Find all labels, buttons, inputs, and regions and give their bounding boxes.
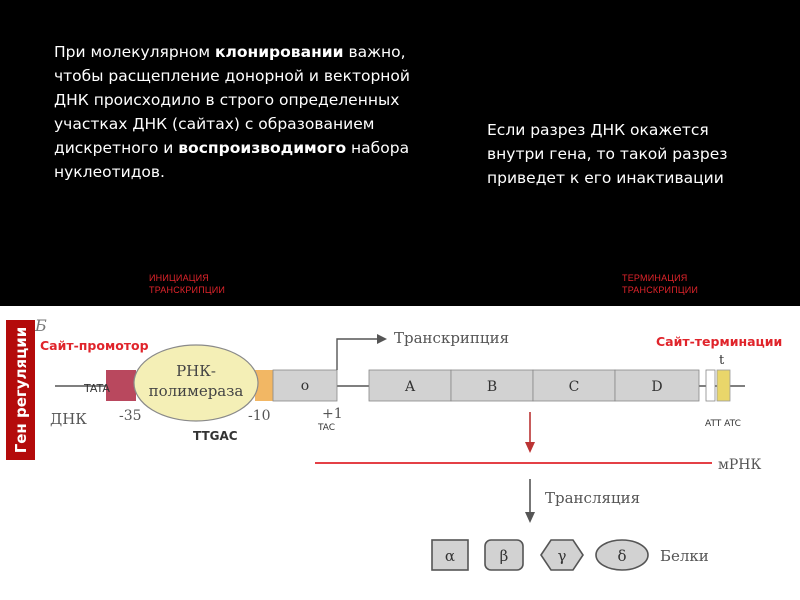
termination-line-1: ТЕРМИНАЦИЯ	[622, 273, 688, 283]
arrow-down-1-head	[525, 442, 535, 453]
terminator-spacer	[705, 369, 716, 402]
gene-label-b: B	[487, 379, 497, 395]
att-atc-sequence: ATT ATC	[705, 419, 741, 429]
tata-label: TATA	[83, 382, 110, 395]
site-promoter-label: Сайт-промотор	[40, 338, 149, 353]
panel-letter: Б	[34, 316, 47, 335]
proteins-label: Белки	[660, 547, 709, 565]
gene-box-d	[614, 369, 700, 402]
text-part: важно, чтобы расщепление донорной и вект…	[54, 43, 410, 157]
ttgac-sequence: TTGAC	[193, 429, 238, 443]
protein-alpha-label: α	[445, 547, 455, 565]
inactivation-paragraph: Если разрез ДНК окажется внутри гена, то…	[487, 121, 728, 187]
site-termination-label: Сайт-терминации	[656, 334, 783, 349]
gene-box-a	[368, 369, 452, 402]
protein-alpha	[431, 539, 469, 571]
position-minus10: -10	[248, 408, 271, 424]
polymerase-line-1: РНК-	[176, 362, 216, 380]
rna-polymerase	[133, 344, 259, 422]
tac-sequence: TAC	[317, 423, 335, 433]
tata-box	[106, 370, 136, 401]
protein-delta-label: δ	[617, 547, 626, 565]
termination-line-2: ТРАНСКРИПЦИИ	[622, 285, 699, 295]
gene-regulation-text: Ген регуляции	[11, 326, 30, 454]
terminator-box	[716, 369, 731, 402]
minus10-box	[255, 370, 273, 401]
protein-delta	[595, 539, 649, 571]
bold-cloning: клонировании	[214, 43, 344, 61]
mrna-label: мРНК	[718, 457, 762, 473]
gene-box-c	[532, 369, 616, 402]
gene-label-c: C	[569, 379, 580, 395]
cloning-paragraph: При молекулярном клонировании важно, что…	[54, 40, 434, 184]
protein-beta-label: β	[500, 547, 509, 565]
dna-label: ДНК	[50, 410, 87, 428]
text-part: При молекулярном	[54, 43, 215, 61]
termination-label: ТЕРМИНАЦИЯ ТРАНСКРИПЦИИ	[622, 272, 698, 296]
gene-label-a: A	[404, 379, 416, 395]
transcription-arrow	[336, 338, 377, 370]
operator-box	[272, 369, 338, 402]
protein-beta	[484, 539, 524, 571]
transcription-arrowhead	[377, 334, 387, 344]
gene-regulation-label: Ген регуляции	[6, 320, 35, 460]
gene-diagram-panel: Б о A B C D t РНК- по	[0, 306, 800, 600]
terminator-t: t	[719, 353, 725, 368]
initiation-label: ИНИЦИАЦИЯ ТРАНСКРИПЦИИ	[149, 272, 225, 296]
initiation-line-2: ТРАНСКРИПЦИИ	[149, 285, 226, 295]
arrow-down-2-head	[525, 512, 535, 523]
gene-diagram: Б о A B C D t РНК- по	[34, 316, 762, 571]
initiation-line-1: ИНИЦИАЦИЯ	[149, 273, 209, 283]
position-minus35: -35	[119, 408, 142, 424]
translation-label: Трансляция	[545, 489, 640, 507]
polymerase-line-2: полимераза	[149, 382, 244, 400]
bold-reproducible: воспроизводимого	[178, 139, 347, 157]
operator-label: о	[301, 378, 309, 394]
protein-gamma	[540, 539, 584, 571]
protein-gamma-label: γ	[558, 547, 567, 565]
text-part: набора нуклеотидов.	[54, 139, 410, 181]
transcription-label: Транскрипция	[394, 329, 509, 347]
position-plus1: +1	[322, 406, 343, 422]
gene-label-d: D	[651, 379, 662, 395]
gene-box-b	[450, 369, 534, 402]
